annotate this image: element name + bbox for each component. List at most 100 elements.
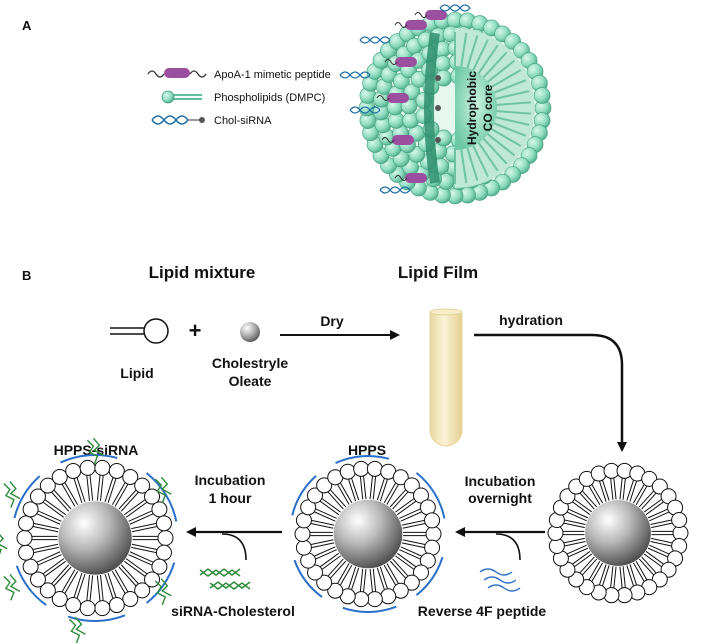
plus-sign: + xyxy=(189,318,202,343)
phospholipid-tail xyxy=(471,143,489,177)
lipid-tail xyxy=(359,568,364,592)
core-sphere xyxy=(333,499,403,569)
lipid-tail xyxy=(402,539,426,545)
lipid-tail xyxy=(351,478,360,501)
lipid-tail xyxy=(383,482,397,504)
lipid-head xyxy=(316,574,333,591)
lipid-head xyxy=(122,591,139,608)
lipid-tail xyxy=(111,570,126,594)
hydration-label: hydration xyxy=(499,312,563,328)
reverse-4f-peptide-arc xyxy=(342,605,397,613)
lipid-tail xyxy=(351,567,360,590)
phospholipid-tail xyxy=(465,145,479,181)
lipid-head xyxy=(353,460,370,477)
lipid-tail xyxy=(86,475,90,501)
sirna-helix xyxy=(209,582,251,590)
reverse-4f-peptide-arc xyxy=(145,562,176,604)
lipid-head xyxy=(403,574,420,591)
lipid-tail xyxy=(348,479,357,502)
lipid-tail xyxy=(379,479,388,502)
core-label-line1: Hydrophobic xyxy=(465,71,479,145)
lipid-tail xyxy=(645,501,664,515)
lipid-head xyxy=(144,571,161,588)
lipid-tail xyxy=(599,564,607,585)
lipid-tail xyxy=(64,570,79,594)
lipid-head xyxy=(51,591,68,608)
sirna-strand xyxy=(349,106,381,114)
lipid-tail xyxy=(572,551,591,565)
lipid-head xyxy=(108,462,125,479)
lipid-tail xyxy=(395,555,415,570)
reverse-4f-peptide-arc xyxy=(13,475,41,519)
apoa1-peptide xyxy=(405,20,427,30)
lipid-tail xyxy=(651,522,673,529)
lipid-tail xyxy=(128,554,153,566)
lipid-tail xyxy=(131,522,157,530)
lipid-tail xyxy=(114,569,129,593)
lipid-tail xyxy=(650,519,672,525)
lipid-tail xyxy=(574,553,593,568)
core-sphere xyxy=(58,501,132,575)
lipid-tail xyxy=(86,575,90,601)
lipid-tail xyxy=(610,566,614,588)
lipid-tail xyxy=(372,476,377,500)
lipid-tail xyxy=(76,573,86,599)
lipid-head xyxy=(39,582,56,599)
lipid-tail xyxy=(89,575,94,601)
lipid-tail xyxy=(32,543,59,551)
lipid-tail xyxy=(339,482,353,504)
lipid-head xyxy=(134,477,151,494)
lipid-tail xyxy=(339,564,353,586)
lipid-head xyxy=(307,564,324,581)
lipid-tail xyxy=(619,566,623,588)
lipid-head xyxy=(22,501,39,518)
lipid-tail xyxy=(386,563,399,584)
lipid-head xyxy=(151,558,168,575)
lipid-tail xyxy=(401,519,425,526)
lipid-tail xyxy=(579,556,595,574)
lipid-tail xyxy=(37,510,62,522)
lipid-tail xyxy=(51,491,70,512)
lipid-tail xyxy=(100,575,104,601)
sirna-helix xyxy=(199,568,241,576)
lipid-head xyxy=(29,571,46,588)
lipid-tail xyxy=(643,553,662,568)
lipid-tail xyxy=(635,561,648,581)
phospholipid-tail xyxy=(485,59,516,84)
lipid-tail xyxy=(568,547,589,558)
reverse-4f-peptide-arc xyxy=(60,454,118,464)
lipid-tail xyxy=(37,554,62,566)
reverse-4f-peptide-arc xyxy=(15,565,47,606)
lipid-head xyxy=(425,526,442,542)
hydrophobic-core xyxy=(455,66,497,150)
peptide-merge-curve xyxy=(495,533,521,561)
phospholipid-tail xyxy=(489,127,522,147)
lipid-tail xyxy=(400,546,422,557)
lipid-tail xyxy=(401,542,425,549)
sirna-attached xyxy=(154,476,172,504)
lipid-tail xyxy=(319,552,340,568)
lipid-head xyxy=(18,544,35,561)
lipid-tail xyxy=(641,492,657,510)
cholestryle-label: Cholestryle xyxy=(212,355,288,371)
lipid-tail xyxy=(129,513,154,525)
phospholipid-tail xyxy=(491,121,527,137)
lipid-tail xyxy=(348,566,357,589)
cholesterol-anchor xyxy=(435,137,441,143)
lipid-head xyxy=(671,512,688,529)
lipid-tail xyxy=(626,480,634,501)
lipid-tail xyxy=(33,522,59,530)
reverse-4f-peptide-arc xyxy=(291,475,317,516)
lipid-tail xyxy=(591,562,604,582)
legend-phospholipid-label: Phospholipids (DMPC) xyxy=(214,92,325,104)
lipid-tail xyxy=(651,537,673,544)
lipid-tail xyxy=(44,560,66,577)
peptide-tail xyxy=(384,59,398,65)
legend-sirna-icon xyxy=(151,115,205,125)
panel-a-letter: A xyxy=(22,18,32,33)
lipid-tail xyxy=(566,511,587,522)
lipid-tail xyxy=(379,566,388,589)
lipid-tail xyxy=(89,475,94,501)
phospholipid-head xyxy=(533,87,551,104)
lipid-tail xyxy=(588,485,601,505)
